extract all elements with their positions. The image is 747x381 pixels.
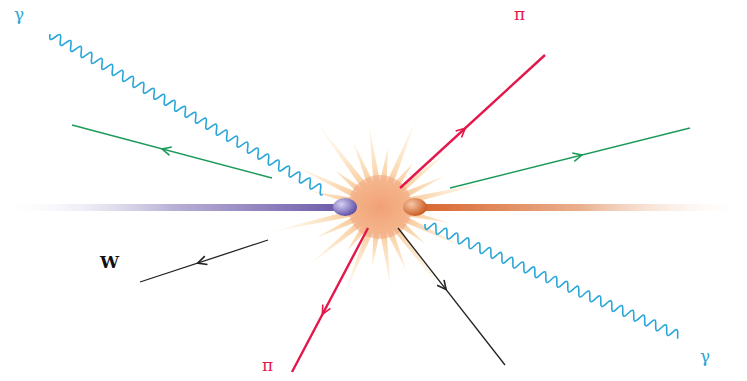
beam-particle bbox=[403, 198, 427, 216]
particle-track bbox=[400, 55, 545, 188]
particle-label: π bbox=[262, 355, 273, 375]
particle-label: π bbox=[514, 4, 525, 24]
particle-label: γ bbox=[700, 346, 710, 366]
tracks bbox=[50, 34, 690, 372]
arrow-head bbox=[322, 304, 330, 314]
arrow-head bbox=[437, 280, 446, 290]
arrow-head bbox=[198, 256, 208, 264]
photon-wave bbox=[50, 34, 323, 195]
arrow-head bbox=[162, 147, 172, 155]
beam-left bbox=[0, 204, 345, 211]
particle-track bbox=[450, 128, 690, 188]
particle-track bbox=[292, 228, 368, 372]
photon-wave bbox=[425, 223, 678, 338]
beam-right bbox=[415, 204, 747, 211]
particle-track bbox=[140, 240, 268, 282]
arrow-head bbox=[456, 128, 466, 137]
beam-particle bbox=[333, 198, 357, 216]
particle-label: γ bbox=[14, 4, 24, 24]
particle-label: W bbox=[100, 252, 119, 272]
particle-track bbox=[398, 228, 505, 365]
particle-track bbox=[72, 125, 272, 178]
arrow-head bbox=[572, 153, 582, 161]
